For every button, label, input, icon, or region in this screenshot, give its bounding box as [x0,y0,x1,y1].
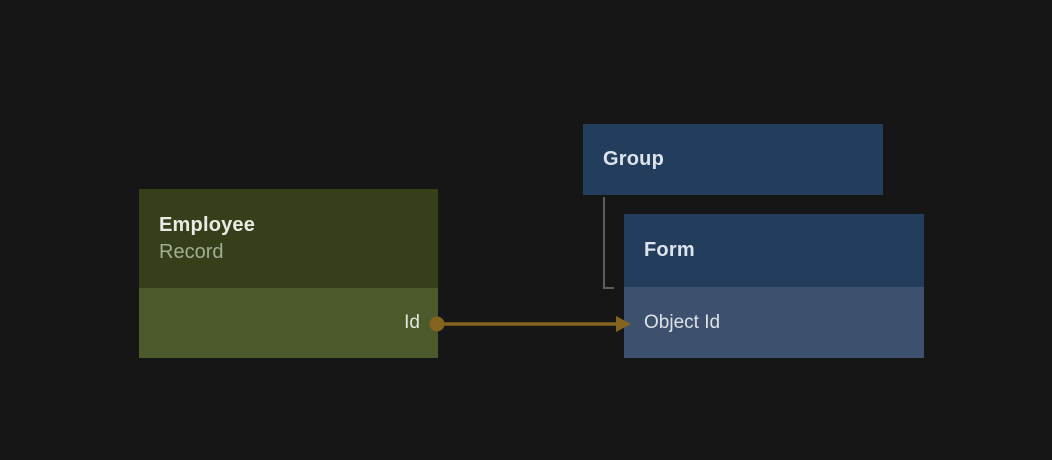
employee-field-id-label: Id [404,312,420,333]
hierarchy-elbow-connector [603,197,614,289]
form-title: Form [644,239,695,261]
form-field-object-id[interactable]: Object Id [624,287,924,358]
node-employee-record[interactable]: Employee Record Id [139,189,438,358]
group-title: Group [603,148,664,170]
group-header[interactable]: Group [583,124,883,195]
employee-record-subtitle: Record [159,240,224,263]
node-group[interactable]: Group [583,124,883,195]
employee-field-id[interactable]: Id [139,288,438,358]
employee-record-title: Employee [159,213,256,236]
mapping-arrow[interactable] [429,316,632,332]
form-header[interactable]: Form [624,214,924,287]
node-form[interactable]: Form Object Id [624,214,924,358]
form-field-object-id-label: Object Id [644,311,721,333]
employee-record-header[interactable]: Employee Record [139,189,438,288]
